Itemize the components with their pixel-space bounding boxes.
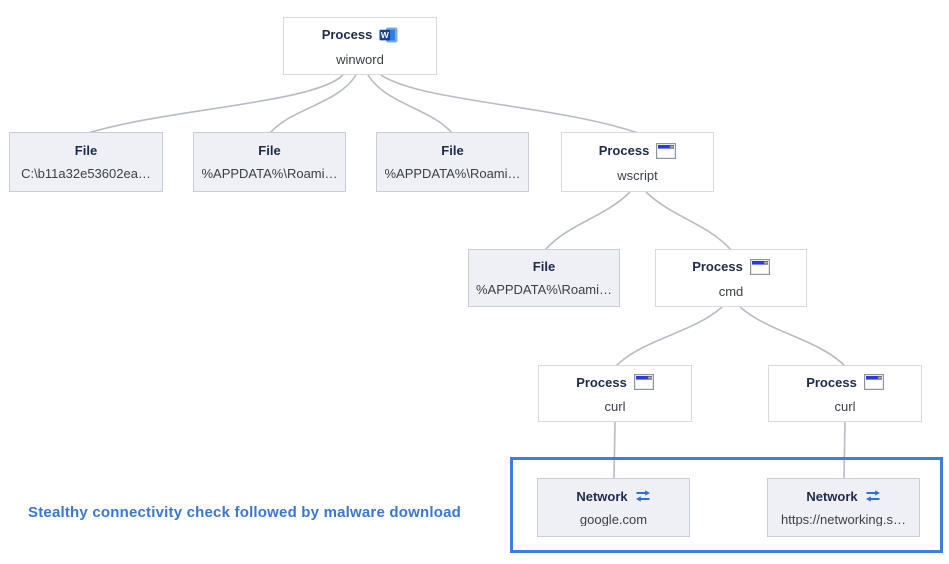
window-icon bbox=[749, 258, 770, 275]
node-type: Process bbox=[576, 374, 654, 390]
node-value-label: cmd bbox=[718, 284, 744, 298]
window-icon bbox=[863, 374, 884, 390]
node-type-label: Process bbox=[321, 27, 373, 42]
node-process-cmd[interactable]: Process cmd bbox=[655, 249, 807, 307]
node-type-label: Network bbox=[806, 488, 858, 504]
edge-wscript-cmd bbox=[645, 191, 732, 251]
highlight-box bbox=[510, 457, 943, 553]
node-type: Network bbox=[806, 489, 880, 503]
node-type-label: Process bbox=[692, 259, 743, 274]
node-type: File bbox=[75, 144, 97, 157]
node-type-label: Process bbox=[598, 143, 650, 158]
node-type-label: File bbox=[258, 143, 281, 158]
node-value-label: winword bbox=[336, 52, 384, 66]
node-file-appdata-1[interactable]: File %APPDATA%\Roami… bbox=[193, 132, 346, 192]
node-file-appdata-3[interactable]: File %APPDATA%\Roami… bbox=[468, 249, 620, 307]
node-process-curl-2[interactable]: Process curl bbox=[768, 365, 922, 422]
edge-winword-wscript bbox=[380, 74, 639, 134]
edge-winword-file2 bbox=[269, 74, 357, 134]
node-process-winword[interactable]: Process W winword bbox=[283, 17, 437, 75]
node-type-label: File bbox=[74, 143, 98, 158]
node-value-label: wscript bbox=[617, 168, 658, 182]
node-file-document[interactable]: File C:\b11a32e53602ea… bbox=[9, 132, 163, 192]
node-network-google[interactable]: Network google.com bbox=[537, 478, 690, 537]
network-swap-icon bbox=[635, 489, 651, 503]
node-value-label: %APPDATA%\Roami… bbox=[384, 167, 521, 180]
window-icon bbox=[656, 142, 677, 159]
edge-winword-file1 bbox=[87, 74, 344, 134]
window-icon bbox=[633, 374, 654, 390]
node-value-label: C:\b11a32e53602ea… bbox=[21, 167, 151, 180]
word-icon: W bbox=[379, 27, 398, 43]
edge-cmd-curl1 bbox=[615, 306, 723, 367]
node-value-label: curl bbox=[604, 400, 626, 413]
node-value-label: curl bbox=[834, 400, 856, 413]
node-value-label: google.com bbox=[579, 513, 648, 526]
node-value-label: %APPDATA%\Roami… bbox=[475, 283, 613, 296]
node-value-label: %APPDATA%\Roami… bbox=[201, 167, 338, 180]
node-type: File bbox=[533, 260, 555, 273]
node-type-label: Network bbox=[576, 488, 628, 504]
network-swap-icon bbox=[865, 489, 881, 503]
svg-text:W: W bbox=[381, 30, 390, 40]
node-type-label: File bbox=[441, 143, 464, 158]
edge-cmd-curl2 bbox=[739, 306, 846, 367]
node-type-label: Process bbox=[806, 374, 857, 390]
node-type: Process bbox=[692, 258, 770, 275]
node-value-label: https://networking.s… bbox=[781, 513, 906, 526]
node-type-label: File bbox=[532, 259, 556, 274]
node-file-appdata-2[interactable]: File %APPDATA%\Roami… bbox=[376, 132, 529, 192]
node-type: Process W bbox=[322, 27, 399, 43]
edge-wscript-file4 bbox=[544, 191, 631, 251]
node-network-download[interactable]: Network https://networking.s… bbox=[767, 478, 920, 537]
node-type: File bbox=[441, 144, 463, 157]
node-process-wscript[interactable]: Process wscript bbox=[561, 132, 714, 192]
node-type-label: Process bbox=[576, 374, 627, 390]
annotation-label: Stealthy connectivity check followed by … bbox=[28, 504, 461, 521]
node-type: Network bbox=[576, 489, 650, 503]
node-type: Process bbox=[598, 142, 677, 159]
edge-winword-file3 bbox=[367, 74, 453, 134]
node-type: Process bbox=[806, 374, 884, 390]
node-process-curl-1[interactable]: Process curl bbox=[538, 365, 692, 422]
node-type: File bbox=[258, 144, 280, 157]
